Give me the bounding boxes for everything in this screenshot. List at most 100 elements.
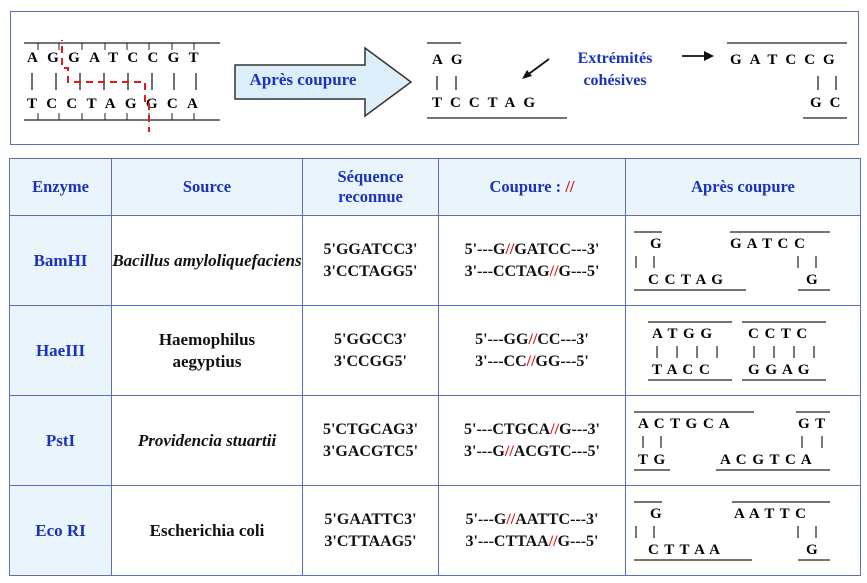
- seq-top: 5'GAATTC3': [324, 510, 417, 528]
- cut-top-b: GATCC---3': [514, 240, 600, 258]
- cut-cell: 5'---CTGCA//G---3' 3'---G//ACGTC---5': [438, 395, 626, 486]
- seq-top: 5'CTGCAG3': [322, 420, 419, 438]
- header-enzyme: Enzyme: [9, 158, 112, 216]
- after-right-bottom: G: [806, 542, 818, 558]
- sequence-cell: 5'GGATCC3' 3'CCTAGG5': [302, 215, 439, 306]
- enzyme-table: Enzyme Source Séquence reconnue Coupure …: [9, 158, 861, 576]
- cut-mark: //: [550, 420, 560, 438]
- cut-mark: //: [505, 240, 515, 258]
- header-sequence-line1: Séquence: [337, 167, 404, 186]
- source-cell: Providencia stuartii: [111, 395, 303, 486]
- cut-top-a: 5'---GG: [475, 330, 529, 348]
- cut-mark: //: [526, 352, 536, 370]
- after-left-top: A C T G C A: [638, 416, 731, 432]
- header-cut-symbol: //: [565, 177, 575, 196]
- svg-text:GC: GC: [810, 95, 849, 111]
- pointer-arrow-icon: [522, 58, 550, 79]
- cut-bot-a: 3'---CTTAA: [465, 532, 549, 550]
- cut-bot-b: GG---5': [535, 352, 589, 370]
- arrow-label: Après coupure: [249, 70, 357, 89]
- cut-mark: //: [504, 442, 514, 460]
- after-right-top: A A T T C: [734, 506, 807, 522]
- after-left-bottom: C T T A A: [648, 542, 721, 558]
- seq-top: 5'GGCC3': [334, 330, 407, 348]
- cut-bot-b: ACGTC---5': [513, 442, 600, 460]
- sticky-label-line1: Extrémités: [577, 50, 653, 67]
- after-right-top: C C T C: [748, 326, 808, 342]
- after-left-bottom: T A C C: [652, 362, 711, 378]
- header-sequence-line2: reconnue: [338, 187, 403, 206]
- seq-bottom: 3'CCTAGG5': [323, 262, 418, 280]
- cut-cell: 5'---GG//CC---3' 3'---CC//GG---5': [438, 305, 626, 396]
- cut-bot-b: G---5': [558, 262, 600, 280]
- cut-mark: //: [528, 330, 538, 348]
- table-row: PstI Providencia stuartii 5'CTGCAG3' 3'G…: [9, 395, 861, 486]
- svg-text:AG: AG: [432, 52, 471, 68]
- cut-top-b: CC---3': [537, 330, 589, 348]
- table-header-row: Enzyme Source Séquence reconnue Coupure …: [9, 158, 861, 216]
- sequence-cell: 5'CTGCAG3' 3'GACGTC5': [302, 395, 439, 486]
- after-cell: A C T G C A T G G T A C G T C A: [625, 395, 861, 486]
- cut-top-a: 5'---CTGCA: [464, 420, 551, 438]
- right-arrow-icon: [234, 46, 413, 118]
- after-diagram: A C T G C A T G G T A C G T C A: [634, 410, 830, 471]
- after-right-top: G A T C C: [730, 236, 806, 252]
- after-left-top: G: [650, 236, 662, 252]
- after-diagram: G C T T A A A A T T C G: [634, 500, 830, 561]
- top-strand-text: AGGATCCGT: [27, 50, 208, 66]
- bottom-strand-text: TCCTAGGCA: [27, 96, 207, 112]
- after-left-top: A T G G: [652, 326, 713, 342]
- fragment-2: GATCCG GC: [727, 42, 849, 119]
- cut-top-a: 5'---G: [464, 240, 506, 258]
- enzyme-name: PstI: [9, 395, 112, 486]
- source-cell: Bacillus amyloliquefaciens: [111, 215, 303, 306]
- after-diagram: A T G G T A C C C C T C G G A G: [648, 320, 826, 381]
- seq-bottom: 3'CCGG5': [334, 352, 407, 370]
- svg-text:GATCCG: GATCCG: [730, 52, 843, 68]
- arrow-apres-coupure: Après coupure: [233, 46, 413, 118]
- cut-mark: //: [549, 262, 559, 280]
- cut-bot-a: 3'---G: [464, 442, 505, 460]
- seq-bottom: 3'GACGTC5': [322, 442, 419, 460]
- cut-cell: 5'---G//GATCC---3' 3'---CCTAG//G---5': [438, 215, 626, 306]
- seq-top: 5'GGATCC3': [323, 240, 418, 258]
- table-row: HaeIII Haemophilus aegyptius 5'GGCC3' 3'…: [9, 305, 861, 396]
- source-cell: Escherichia coli: [111, 485, 303, 576]
- source-text: Bacillus amyloliquefaciens: [112, 250, 302, 270]
- enzyme-name: Eco RI: [9, 485, 112, 576]
- svg-text:TCCTAG: TCCTAG: [432, 95, 543, 111]
- after-right-bottom: G G A G: [748, 362, 810, 378]
- cut-bot-a: 3'---CCTAG: [464, 262, 550, 280]
- sticky-ends-label: Extrémités cohésives: [560, 48, 670, 92]
- table-row: Eco RI Escherichia coli 5'GAATTC3' 3'CTT…: [9, 485, 861, 576]
- source-text: Providencia stuartii: [137, 430, 277, 450]
- sequence-cell: 5'GGCC3' 3'CCGG5': [302, 305, 439, 396]
- header-cut-label: Coupure :: [489, 177, 566, 196]
- cut-top-a: 5'---G: [465, 510, 507, 528]
- seq-bottom: 3'CTTAAG5': [324, 532, 417, 550]
- after-cell: A T G G T A C C C C T C G G A G: [625, 305, 861, 396]
- table-row: BamHI Bacillus amyloliquefaciens 5'GGATC…: [9, 215, 861, 306]
- source-text: Escherichia coli: [149, 520, 265, 540]
- arrow-right-icon: [682, 51, 714, 61]
- cut-bot-b: G---5': [557, 532, 599, 550]
- dna-duplex-diagram: AGGATCCGT TCCTAGGCA: [24, 40, 220, 132]
- after-left-top: G: [650, 506, 662, 522]
- cut-top-b: G---3': [559, 420, 600, 438]
- after-cell: G C T T A A A A T T C G: [625, 485, 861, 576]
- cut-top-b: AATTC---3': [515, 510, 599, 528]
- header-source: Source: [111, 158, 303, 216]
- after-left-bottom: C C T A G: [648, 272, 724, 288]
- after-right-top: G T: [798, 416, 826, 432]
- header-sequence: Séquence reconnue: [302, 158, 439, 216]
- fragment-1: AG TCCTAG: [427, 42, 567, 119]
- sticky-label-line2: cohésives: [583, 72, 647, 89]
- cut-cell: 5'---G//AATTC---3' 3'---CTTAA//G---5': [438, 485, 626, 576]
- enzyme-name: HaeIII: [9, 305, 112, 396]
- source-cell: Haemophilus aegyptius: [111, 305, 303, 396]
- sequence-cell: 5'GAATTC3' 3'CTTAAG5': [302, 485, 439, 576]
- cut-mark: //: [548, 532, 558, 550]
- enzyme-name: BamHI: [9, 215, 112, 306]
- top-diagram-frame: [10, 11, 859, 145]
- header-after: Après coupure: [625, 158, 861, 216]
